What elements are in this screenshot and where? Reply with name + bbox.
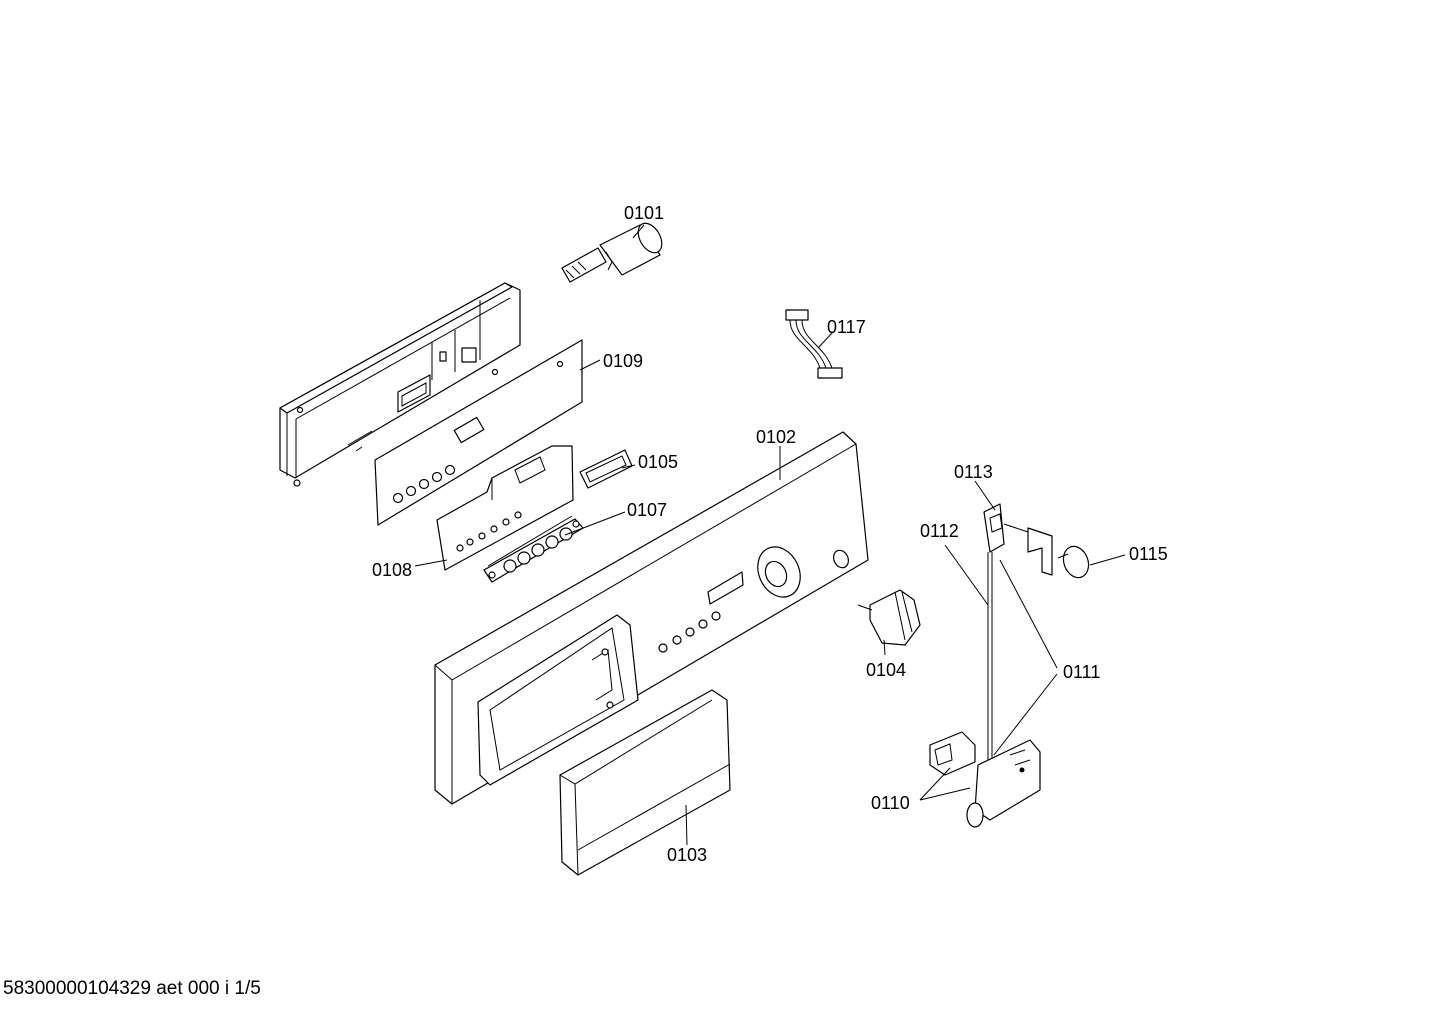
- part-0113-thermal-switch: [983, 503, 1029, 553]
- part-0108-control-board: [374, 339, 583, 526]
- part-0104-program-knob: [857, 589, 921, 646]
- part-0115-bracket-cap: [1027, 527, 1090, 579]
- label-0105: 0105: [638, 452, 678, 472]
- leader-lines: [414, 224, 1126, 846]
- label-0117: 0117: [827, 317, 866, 337]
- part-0103-drawer-handle: [559, 689, 731, 876]
- document-id-footer: 58300000104329 aet 000 i 1/5: [3, 978, 261, 999]
- label-0115: 0115: [1129, 544, 1168, 564]
- part-0112-cable: [987, 552, 993, 760]
- part-labels: 0101 0117 0109 0102 0105 0107 0108 0113 …: [372, 203, 1168, 865]
- label-0108: 0108: [372, 560, 412, 580]
- label-0109: 0109: [603, 351, 643, 371]
- label-0112: 0112: [920, 521, 959, 541]
- label-0111: 0111: [1063, 662, 1100, 682]
- part-0110-door-lock: [929, 731, 1041, 828]
- label-0113: 0113: [954, 462, 993, 482]
- part-0102-fascia-panel: [434, 431, 869, 805]
- label-0101: 0101: [624, 203, 664, 223]
- label-0107: 0107: [627, 500, 667, 520]
- label-0110: 0110: [871, 793, 910, 813]
- part-0117-wire-connector: [785, 309, 843, 379]
- part-0105-display-window: [579, 449, 633, 489]
- part-0109-housing-frame: [279, 282, 521, 487]
- part-0101-selector-switch: [561, 222, 663, 283]
- label-0103: 0103: [667, 845, 707, 865]
- label-0102: 0102: [756, 427, 796, 447]
- label-0104: 0104: [866, 660, 906, 680]
- part-led-holder: [436, 445, 574, 571]
